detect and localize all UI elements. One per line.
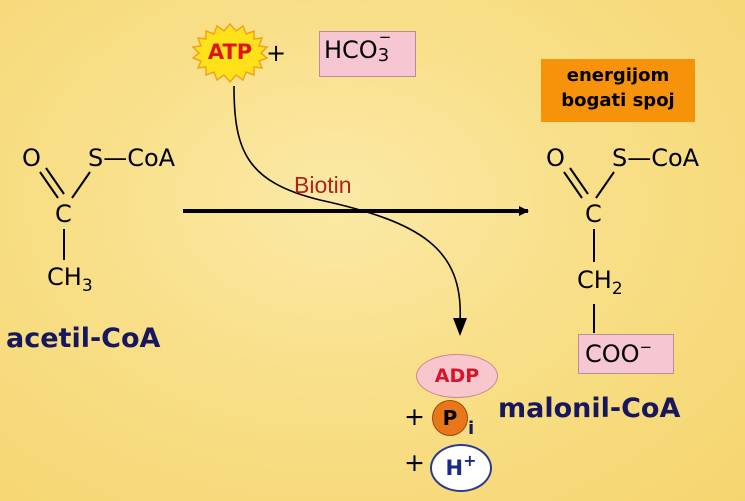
malonyl-oxygen: O — [546, 144, 565, 172]
malonyl-carbon: C — [585, 200, 602, 228]
phosphate-icon: P — [432, 400, 468, 436]
malonyl-coa-name: malonil-CoA — [498, 393, 681, 424]
energy-rich-label-line2: bogati spoj — [561, 90, 675, 111]
bicarbonate-subscript: 3 — [377, 45, 390, 66]
acetyl-carbon: C — [55, 200, 72, 228]
malonyl-cs-bond — [595, 171, 615, 199]
acetyl-double-bond-2 — [45, 167, 65, 195]
proton-icon: H+ — [430, 444, 492, 492]
malonyl-double-bond-1 — [563, 171, 583, 199]
malonyl-methylene-base: CH — [577, 266, 612, 294]
phosphate-symbol: P — [442, 406, 458, 430]
acetyl-methyl-subscript: 3 — [81, 276, 93, 296]
atp-burst-shape — [191, 22, 269, 84]
acetyl-methyl-base: CH — [47, 263, 82, 291]
malonyl-methylene: CH2 — [577, 266, 623, 298]
malonyl-s-coa: S—CoA — [612, 144, 700, 172]
bicarbonate-formula: HCO−3 — [324, 30, 392, 66]
acetyl-s-coa: S—CoA — [88, 144, 176, 172]
atp-label: ATP — [207, 40, 253, 64]
acetyl-cs-bond — [71, 171, 91, 199]
carboxylate-group: COO− — [585, 340, 652, 368]
biotin-label: Biotin — [294, 172, 352, 198]
acetyl-oxygen: O — [22, 144, 41, 172]
plus-sign-phosphate: + — [404, 402, 425, 431]
energy-rich-label: energijom bogati spoj — [541, 63, 695, 113]
plus-sign-proton: + — [404, 448, 425, 477]
phosphate-subscript: i — [468, 418, 475, 439]
atp-to-adp-head — [453, 318, 467, 336]
malonyl-double-bond-2 — [569, 167, 589, 195]
energy-rich-label-box — [541, 59, 695, 122]
acetyl-double-bond-1 — [39, 171, 59, 199]
malonyl-methylene-subscript: 2 — [611, 279, 623, 299]
acetyl-coa-name: acetil-CoA — [6, 323, 161, 354]
proton-charge: + — [463, 450, 477, 470]
bicarbonate-box — [319, 31, 416, 77]
carboxylate-charge: − — [639, 338, 653, 356]
proton-symbol: H — [445, 456, 464, 480]
energy-rich-label-line1: energijom — [566, 65, 670, 86]
bicarbonate-script: −3 — [377, 30, 392, 66]
plus-sign-reactants: + — [266, 39, 287, 67]
carboxylate-base: COO — [585, 340, 640, 368]
atp-to-adp-curve — [233, 85, 461, 323]
bicarbonate-base: HCO — [324, 36, 378, 64]
carboxylate-box — [578, 334, 674, 374]
adp-badge: ADP — [416, 354, 498, 398]
bicarbonate-charge: − — [378, 28, 392, 46]
adp-label: ADP — [434, 365, 480, 387]
acetyl-methyl: CH3 — [47, 263, 93, 295]
